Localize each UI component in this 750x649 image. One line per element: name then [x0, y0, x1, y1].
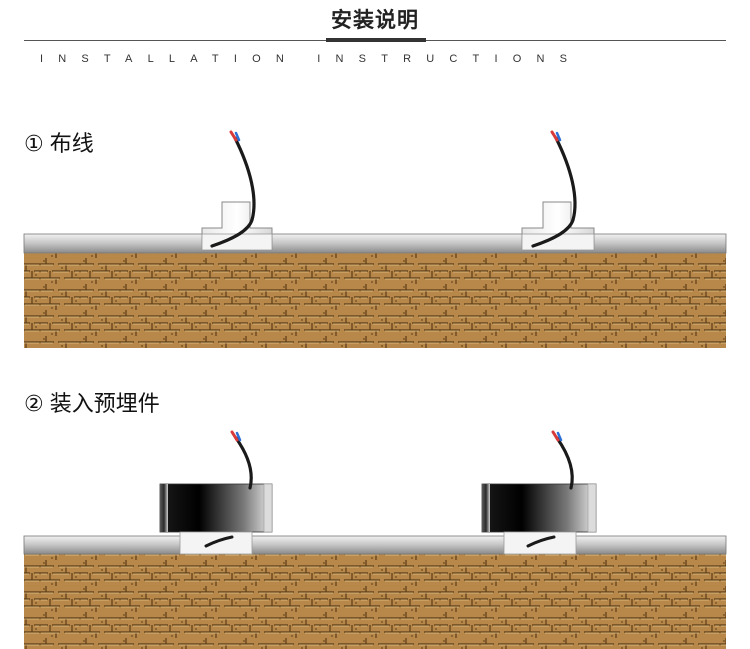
junction-fitting-left — [201, 201, 273, 251]
cable-left-tip-blue — [235, 431, 242, 442]
cable-right — [531, 136, 577, 248]
pipe — [23, 535, 727, 555]
step-1-number: ① — [24, 132, 44, 157]
page-subtitle: INSTALLATION INSTRUCTIONS — [40, 53, 583, 65]
cable-left-bottom — [204, 535, 234, 548]
embedded-part-right — [481, 483, 597, 555]
cable-right-bottom — [526, 535, 556, 548]
cable-left-tip — [230, 430, 239, 442]
cable-left — [210, 136, 256, 248]
header-accent-bar — [326, 38, 426, 42]
cable-right-tip-blue — [556, 431, 563, 442]
cable-left-tip — [229, 130, 238, 142]
page-title: 安装说明 — [331, 8, 419, 32]
soil-layer — [24, 554, 726, 649]
cable-right-tip — [551, 430, 560, 442]
cable-right — [555, 436, 574, 490]
soil-layer — [24, 253, 726, 348]
step-1-illustration — [0, 128, 750, 352]
junction-fitting-right — [521, 201, 595, 251]
pipe — [23, 233, 727, 254]
step-1-text: 布线 — [49, 132, 94, 157]
cable-left-tip-blue — [234, 131, 241, 142]
step-2-text: 装入预埋件 — [49, 392, 160, 417]
cable-right-tip — [550, 130, 559, 142]
step-2-number: ② — [24, 392, 44, 417]
step-2-illustration — [0, 430, 750, 649]
cable-left — [234, 436, 253, 490]
cable-right-tip-blue — [555, 131, 562, 142]
